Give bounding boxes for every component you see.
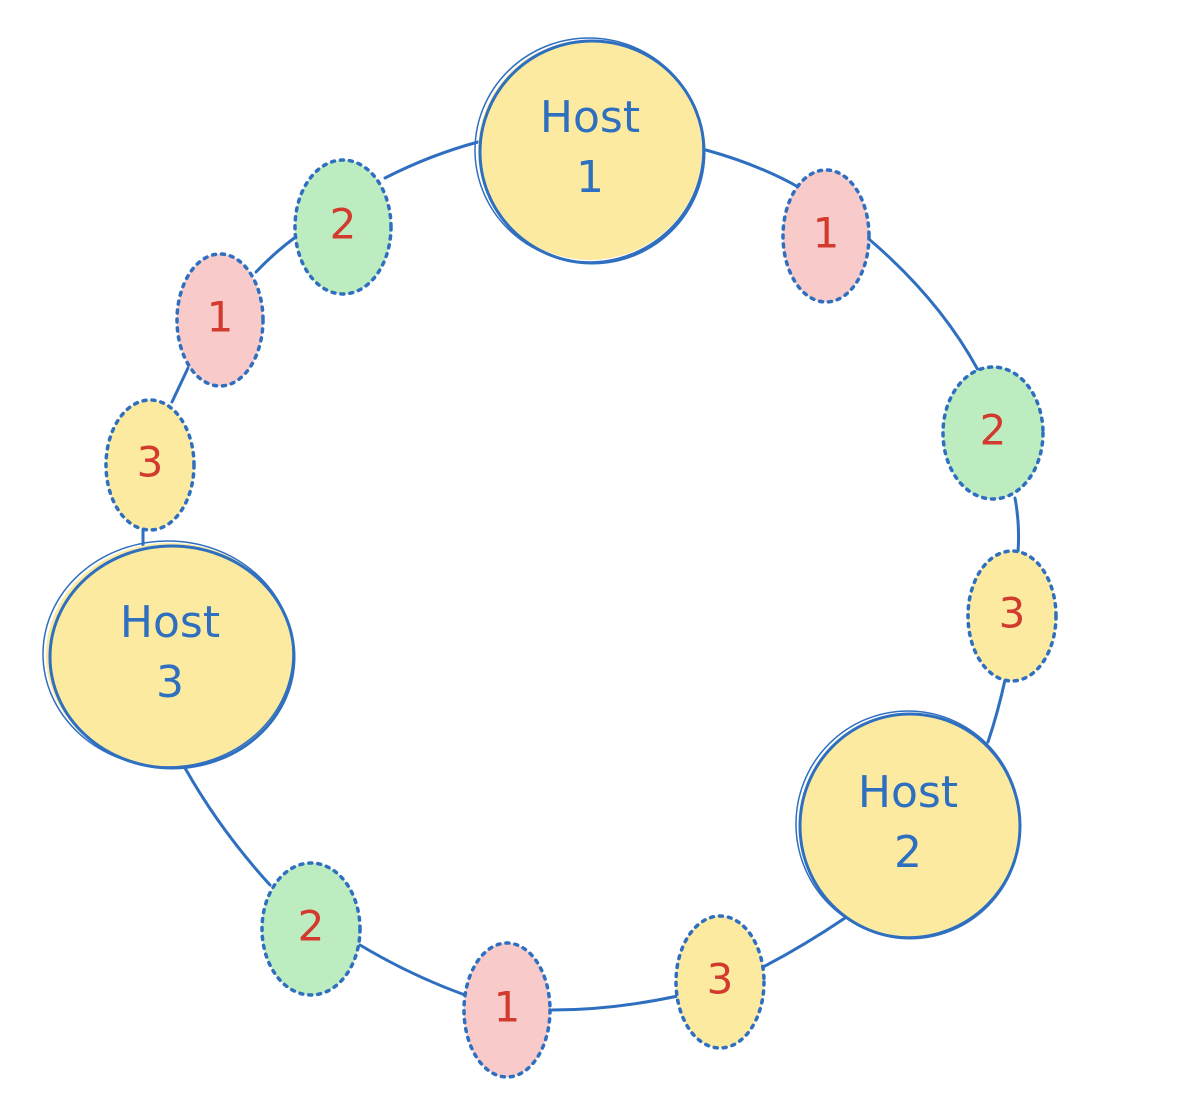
host-label-line1: Host <box>540 92 640 143</box>
virtual-node-shape <box>674 914 766 1050</box>
host-shape <box>478 40 702 260</box>
virtual-node-label: 2 <box>980 406 1007 455</box>
host-label-line2: 2 <box>894 827 922 878</box>
ring <box>141 140 1021 1012</box>
host-label-line2: 1 <box>576 152 604 203</box>
ring-segment-vnode-vnode <box>550 994 680 1012</box>
host-outline <box>478 39 706 265</box>
host-node: Host 1 <box>474 37 706 265</box>
ring-segment-vnode-vnode <box>254 234 299 274</box>
ring-segment-vnode-vnode <box>358 943 467 997</box>
host-label-line1: Host <box>120 597 220 648</box>
virtual-node-label: 1 <box>494 983 521 1032</box>
host-node: Host 3 <box>42 540 296 770</box>
virtual-node-shape <box>260 861 362 997</box>
virtual-node-label: 3 <box>999 589 1026 638</box>
ring-segment-vnode-vnode <box>170 366 190 404</box>
virtual-node-label: 3 <box>137 438 164 487</box>
virtual-node-shape <box>966 549 1058 683</box>
virtual-node-shape <box>175 252 265 388</box>
ring-segment-vnode-vnode <box>868 238 980 372</box>
host-shape <box>46 543 294 767</box>
virtual-node-shape <box>104 398 196 532</box>
virtual-node-shape <box>293 158 393 296</box>
virtual-node: 2 <box>941 365 1045 501</box>
host-outline-sketch <box>795 710 1021 938</box>
virtual-node: 1 <box>781 168 871 304</box>
host-shape <box>800 713 1020 937</box>
virtual-node: 3 <box>104 398 196 532</box>
host-outline-sketch <box>474 37 704 263</box>
virtual-node: 3 <box>674 914 766 1050</box>
virtual-node-shape <box>941 365 1045 501</box>
virtual-node: 1 <box>462 941 552 1079</box>
virtual-node-label: 2 <box>330 200 357 249</box>
virtual-node-label: 1 <box>813 209 840 258</box>
virtual-node-label: 1 <box>207 293 234 342</box>
ring-segment-vnode-host1 <box>383 140 480 180</box>
ring-segment-vnode-host3 <box>183 766 272 887</box>
ring-segment-host2-vnode <box>763 916 847 968</box>
virtual-node-shape <box>781 168 871 304</box>
ring-segment-host1-vnode <box>704 148 802 190</box>
host-label-line2: 3 <box>156 657 184 708</box>
virtual-node-shape <box>462 941 552 1079</box>
virtual-node: 2 <box>260 861 362 997</box>
virtual-node-label: 2 <box>298 902 325 951</box>
host-outline <box>48 544 296 770</box>
virtual-node-label: 3 <box>707 955 734 1004</box>
host-node: Host 2 <box>795 710 1022 940</box>
virtual-node: 3 <box>966 549 1058 683</box>
virtual-node: 1 <box>175 252 265 388</box>
host-outline-sketch <box>42 540 294 768</box>
host-label-line1: Host <box>858 767 958 818</box>
ring-segment-vnode-vnode <box>1013 496 1021 554</box>
ring-segment-vnode-host2 <box>986 678 1007 744</box>
virtual-node: 2 <box>293 158 393 296</box>
